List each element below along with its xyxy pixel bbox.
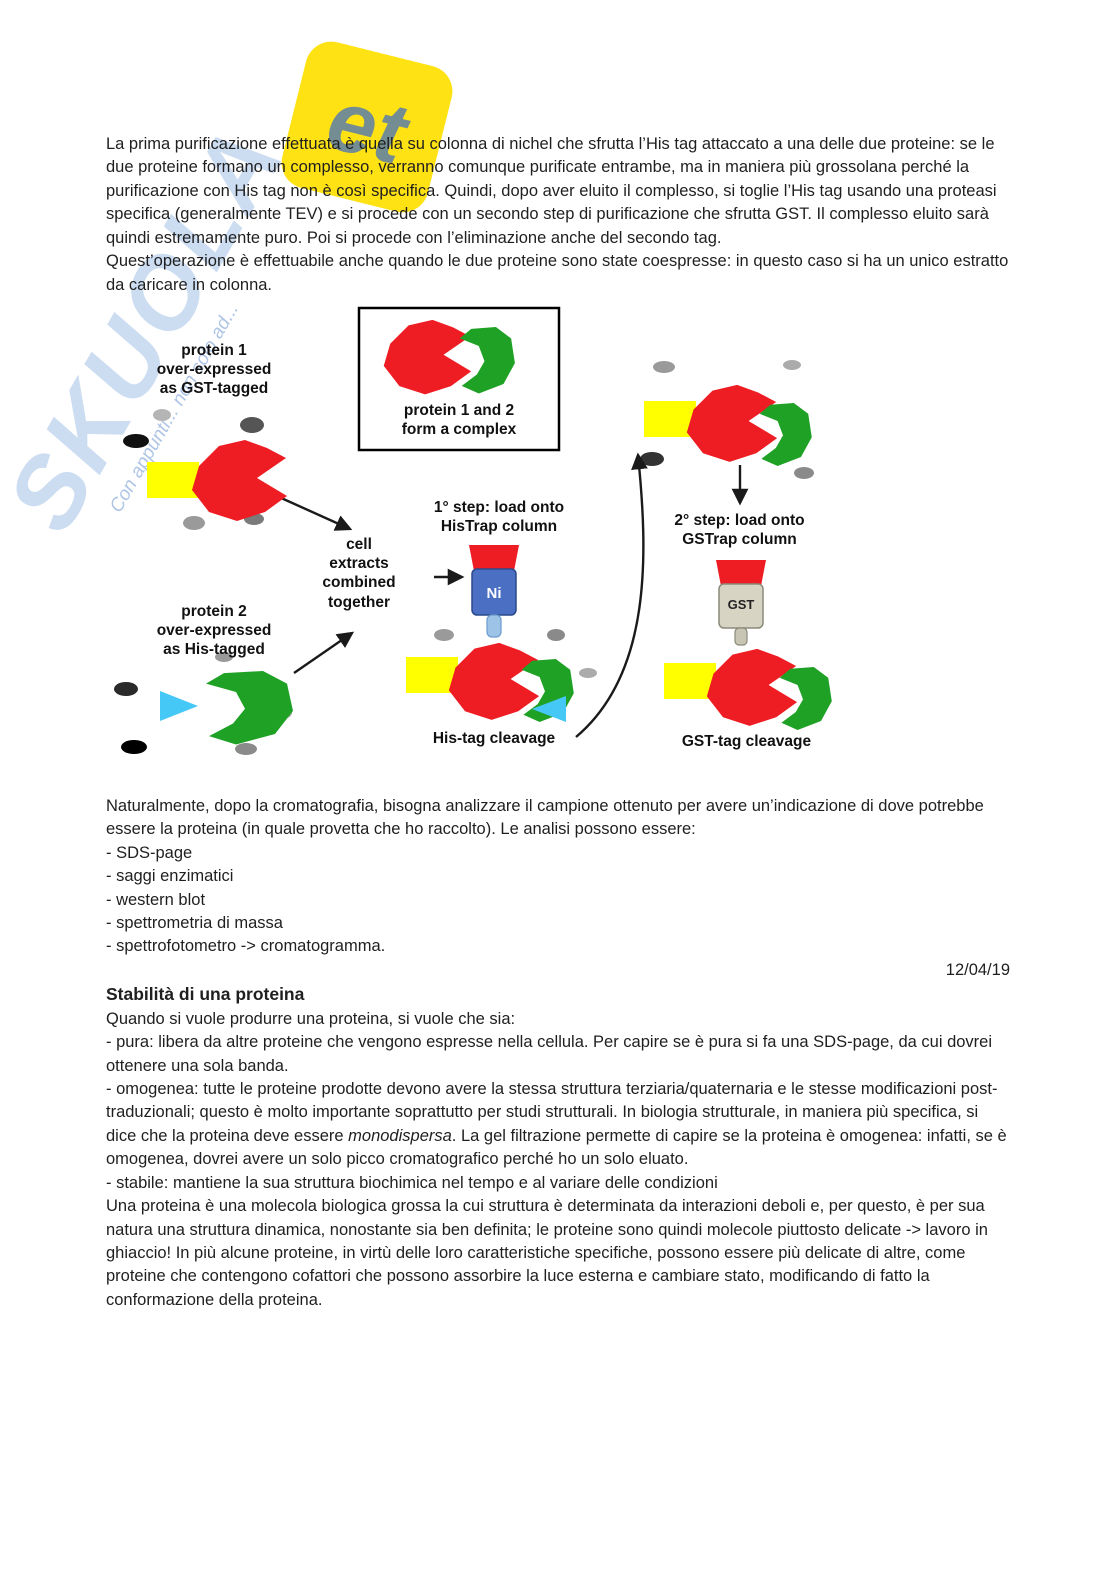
document-content: La prima purificazione effettuata è quel… <box>104 135 1010 1309</box>
gstrap-tip <box>734 627 748 646</box>
gst-tag-rect <box>664 662 716 699</box>
protein2-blob <box>759 402 812 466</box>
gst-tag-rect <box>406 656 458 693</box>
arrow-hiscleavage-to-gstrap-curve <box>575 452 648 738</box>
stability-item-omogenea: - omogenea: tutte le proteine prodotte d… <box>106 1078 1010 1172</box>
gstrap-cap <box>716 559 766 586</box>
protein1-blob <box>686 384 778 462</box>
protein2-label: protein 2 over-expressed as His-tagged <box>156 602 272 659</box>
protein1-label: protein 1 over-expressed as GST-tagged <box>156 341 272 398</box>
stability-item-pura: - pura: libera da altre proteine che ven… <box>106 1033 993 1075</box>
protein2-graphic <box>160 670 293 745</box>
gst-cleavage-label: GST-tag cleavage <box>681 732 812 750</box>
list-item: - western blot <box>106 890 206 909</box>
step1-label: 1° step: load onto HisTrap column <box>433 498 565 536</box>
closing-paragraph: Una proteina è una molecola biologica gr… <box>106 1197 988 1309</box>
gstrap-column: GST <box>716 559 766 646</box>
date-stamp: 12/04/19 <box>945 960 1010 979</box>
histrap-cap <box>469 544 519 571</box>
cell-debris <box>114 359 814 755</box>
purification-diagram: Ni GST <box>104 305 966 775</box>
step2-label: 2° step: load onto GSTrap column <box>674 511 805 549</box>
list-item: - spettrometria di massa <box>106 914 283 933</box>
protein1-blob <box>192 439 287 521</box>
cell-extracts-label: cell extracts combined together <box>322 535 396 611</box>
list-item: - saggi enzimatici <box>106 867 234 886</box>
histrap-tip <box>486 614 502 638</box>
complex-topright-graphic <box>644 384 812 466</box>
omogenea-text-post: . La gel filtrazione permette di capire … <box>106 1126 1007 1169</box>
analysis-list: - SDS-page - saggi enzimatici - western … <box>106 842 1010 959</box>
list-item: - spettrofotometro -> cromatogramma. <box>106 937 386 956</box>
histrap-column: Ni <box>469 544 519 638</box>
intro-paragraph-2: Quest’operazione è effettuabile anche qu… <box>106 252 1009 294</box>
protein1-blob <box>448 642 540 720</box>
section-heading: Stabilità di una proteina <box>106 984 305 1005</box>
arrow-protein1-to-extracts <box>278 495 353 531</box>
stability-item-stabile: - stabile: mantiene la sua struttura bio… <box>106 1173 718 1192</box>
arrow-protein2-to-extracts <box>293 631 355 674</box>
his-cleavage-label: His-tag cleavage <box>432 729 556 747</box>
flow-arrows <box>278 452 749 738</box>
intro-paragraph-1: La prima purificazione effettuata è quel… <box>106 135 997 247</box>
protein2-blob <box>779 666 832 730</box>
complex-protein1-blob <box>383 319 472 395</box>
complex-box-label: protein 1 and 2 form a complex <box>401 401 517 439</box>
stability-intro: Quando si vuole produrre una proteina, s… <box>106 1009 516 1028</box>
complex-protein2-blob <box>459 326 515 394</box>
protein1-blob <box>706 648 798 726</box>
gst-tag-rect <box>147 461 199 498</box>
protein1-graphic <box>147 439 287 521</box>
list-item: - SDS-page <box>106 843 193 862</box>
complex-hiscleavage-graphic <box>406 642 574 722</box>
ni-column-label: Ni <box>487 585 502 602</box>
gst-column-label: GST <box>728 597 755 612</box>
analysis-intro: Naturalmente, dopo la cromatografia, bis… <box>106 796 984 839</box>
omogenea-text-pre: - omogenea: tutte le proteine prodotte d… <box>106 1079 998 1145</box>
complex-gstcleavage-graphic <box>664 648 832 730</box>
protein2-blob <box>206 670 293 745</box>
omogenea-italic-term: monodispersa <box>348 1126 452 1145</box>
purification-diagram-svg: Ni GST <box>114 306 832 755</box>
complex-box <box>357 306 561 452</box>
his-tag-cleaved-triangle <box>532 695 566 722</box>
his-tag-triangle <box>160 690 198 721</box>
